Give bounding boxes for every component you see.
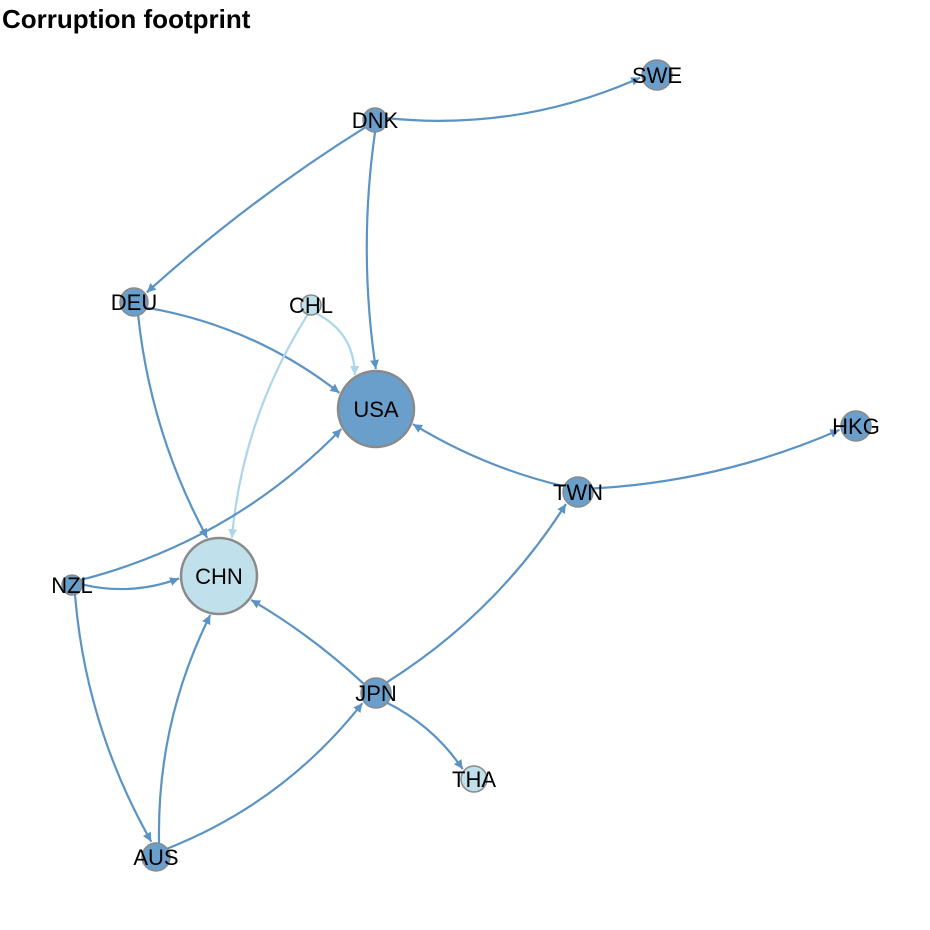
node-circle-jpn [360, 677, 392, 709]
node-label-swe: SWE [632, 63, 682, 88]
node-label-dnk: DNK [352, 108, 399, 133]
node-usa: USA [336, 369, 416, 449]
node-swe: SWE [632, 59, 682, 91]
node-label-hkg: HKG [832, 414, 880, 439]
node-label-jpn: JPN [355, 681, 397, 706]
edge-twn-usa [412, 423, 565, 488]
edge-deu-usa [146, 306, 341, 394]
node-tha: THA [452, 765, 496, 793]
node-circle-chl [300, 294, 322, 316]
node-circle-chn [179, 536, 259, 616]
edge-jpn-chn [250, 598, 365, 685]
node-nzl: NZL [51, 573, 93, 598]
node-circle-nzl [61, 574, 83, 596]
edge-aus-chn [157, 614, 212, 844]
edge-chl-chn [228, 313, 309, 539]
node-circle-tha [460, 765, 488, 793]
edge-dnk-deu [146, 126, 367, 294]
edge-jpn-twn [386, 503, 567, 684]
node-label-usa: USA [353, 397, 399, 422]
node-label-twn: TWN [553, 480, 603, 505]
edge-chl-usa [315, 312, 360, 376]
node-circle-deu [119, 287, 149, 317]
node-deu: DEU [111, 287, 157, 317]
node-twn: TWN [553, 476, 603, 508]
edge-twn-hkg [592, 428, 840, 490]
edge-nzl-aus [73, 594, 153, 843]
edge-aus-jpn [166, 702, 364, 850]
node-label-deu: DEU [111, 290, 157, 315]
node-circle-aus [141, 842, 171, 872]
chart-title: Corruption footprint [2, 4, 251, 34]
edge-deu-chn [137, 315, 209, 539]
node-chn: CHN [179, 536, 259, 616]
edges-layer [73, 76, 840, 850]
node-circle-swe [641, 59, 673, 91]
node-label-chn: CHN [195, 564, 243, 589]
node-label-tha: THA [452, 767, 496, 792]
edge-jpn-tha [386, 701, 464, 770]
node-circle-usa [336, 369, 416, 449]
edge-nzl-chn [81, 577, 180, 591]
node-circle-hkg [840, 410, 872, 442]
node-jpn: JPN [355, 677, 397, 709]
node-label-chl: CHL [289, 293, 333, 318]
node-circle-twn [562, 476, 594, 508]
node-dnk: DNK [352, 107, 399, 133]
node-chl: CHL [289, 293, 333, 318]
edge-nzl-usa [80, 428, 343, 582]
edge-dnk-usa [365, 131, 379, 370]
node-aus: AUS [133, 842, 179, 872]
node-circle-dnk [362, 107, 388, 133]
node-label-aus: AUS [133, 845, 178, 870]
node-label-nzl: NZL [51, 573, 93, 598]
edge-dnk-swe [386, 76, 641, 122]
nodes-layer: SWE DNK DEU CHL USA HKG TWN NZL CHN JPN THA AUS [51, 59, 880, 872]
node-hkg: HKG [832, 410, 880, 442]
